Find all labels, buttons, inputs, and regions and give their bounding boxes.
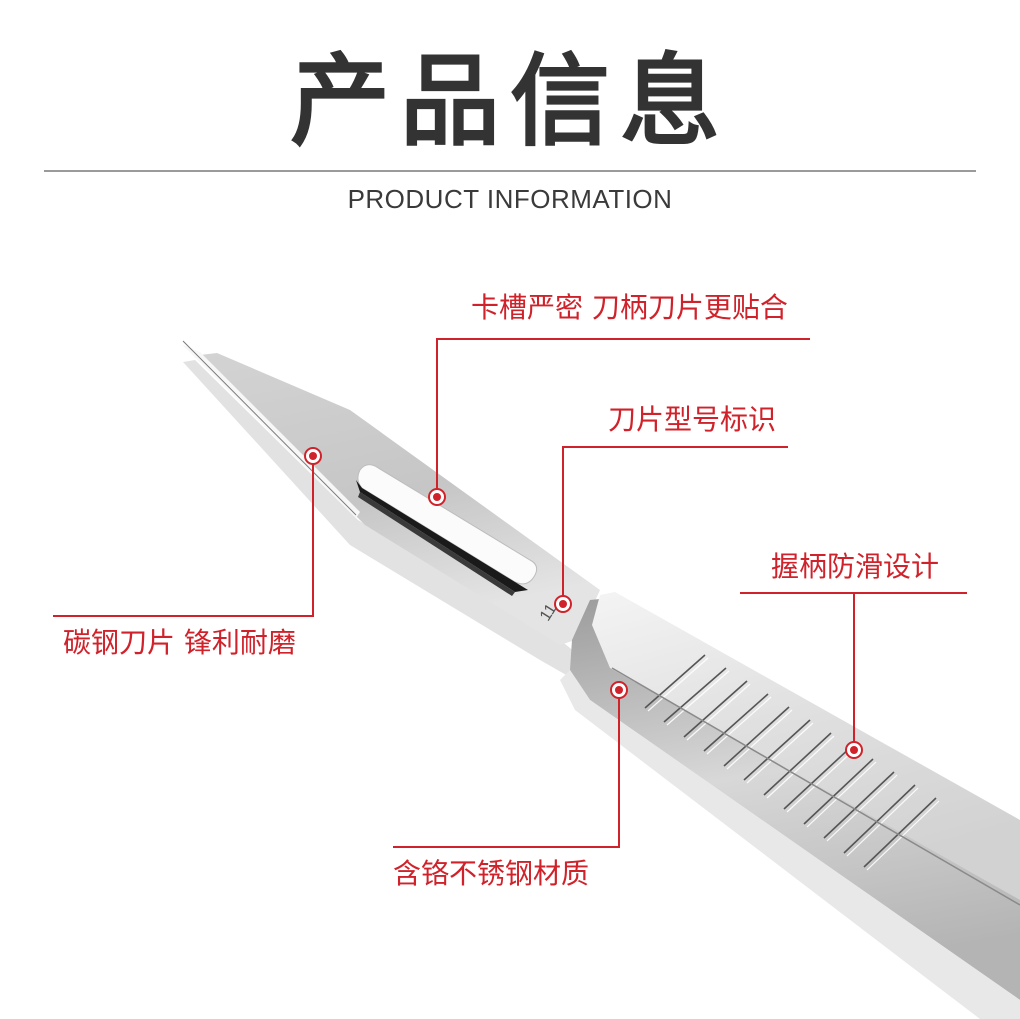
callout-dot-icon bbox=[845, 741, 863, 759]
page-subtitle: PRODUCT INFORMATION bbox=[347, 184, 673, 214]
callout-dots bbox=[304, 447, 863, 759]
callout-line-blade-material bbox=[53, 463, 314, 617]
grip-ridges bbox=[644, 654, 937, 868]
scalpel-blade: 11 bbox=[182, 340, 600, 680]
callout-label-slot: 卡槽严密 刀柄刀片更贴合 bbox=[471, 291, 788, 324]
callout-line-blade-model bbox=[562, 446, 788, 597]
callout-dot-icon bbox=[610, 681, 628, 699]
callout-dot-icon bbox=[428, 488, 446, 506]
callout-label-grip: 握柄防滑设计 bbox=[771, 550, 940, 583]
callout-label-handle-material: 含铬不锈钢材质 bbox=[393, 857, 590, 890]
callout-line-slot bbox=[436, 338, 810, 489]
title-divider bbox=[44, 170, 976, 172]
page-title: 产品信息 bbox=[290, 43, 730, 160]
scalpel-handle bbox=[560, 592, 1020, 1019]
callout-line-handle-material bbox=[393, 697, 620, 848]
callout-dot-icon bbox=[304, 447, 322, 465]
callout-dot-icon bbox=[554, 595, 572, 613]
callout-label-blade-model: 刀片型号标识 bbox=[608, 403, 777, 436]
callout-label-blade-material: 碳钢刀片 锋利耐磨 bbox=[63, 626, 296, 659]
blade-slot bbox=[356, 464, 538, 596]
